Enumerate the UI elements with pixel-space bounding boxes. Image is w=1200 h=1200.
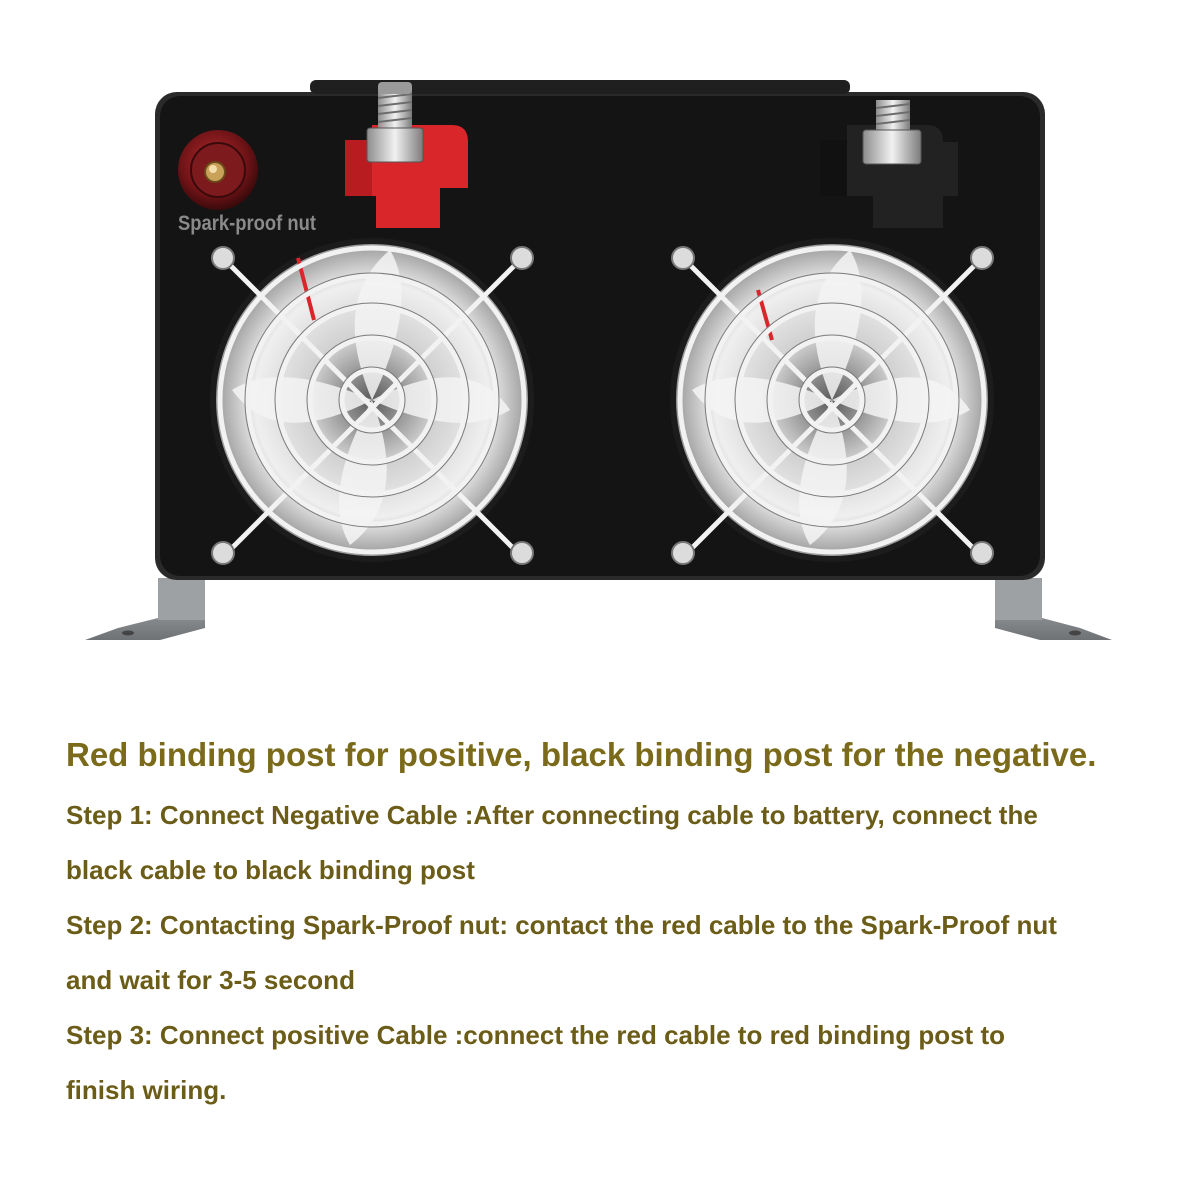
step1-line2: black cable to black binding post: [66, 855, 475, 885]
step3-line2: finish wiring.: [66, 1075, 227, 1105]
step1-line1: Step 1: Connect Negative Cable :After co…: [66, 800, 1038, 830]
right-mounting-foot: [995, 578, 1112, 640]
step3-line1: Step 3: Connect positive Cable :connect …: [66, 1020, 1005, 1050]
step2-line1: Step 2: Contacting Spark-Proof nut: cont…: [66, 910, 1057, 940]
spark-proof-nut-label: Spark-proof nut: [178, 212, 316, 235]
left-cooling-fan-icon: [210, 238, 534, 565]
spark-proof-nut-icon: [178, 130, 258, 210]
polarity-headline: Red binding post for positive, black bin…: [66, 736, 1097, 773]
inverter-product-image: Spark-proof nut: [85, 80, 1112, 640]
step2-line2: and wait for 3-5 second: [66, 965, 355, 995]
red-binding-post-icon: [345, 82, 468, 228]
left-mounting-foot: [85, 578, 205, 640]
black-binding-post-icon: [820, 100, 958, 228]
right-cooling-fan-icon: [670, 238, 994, 565]
